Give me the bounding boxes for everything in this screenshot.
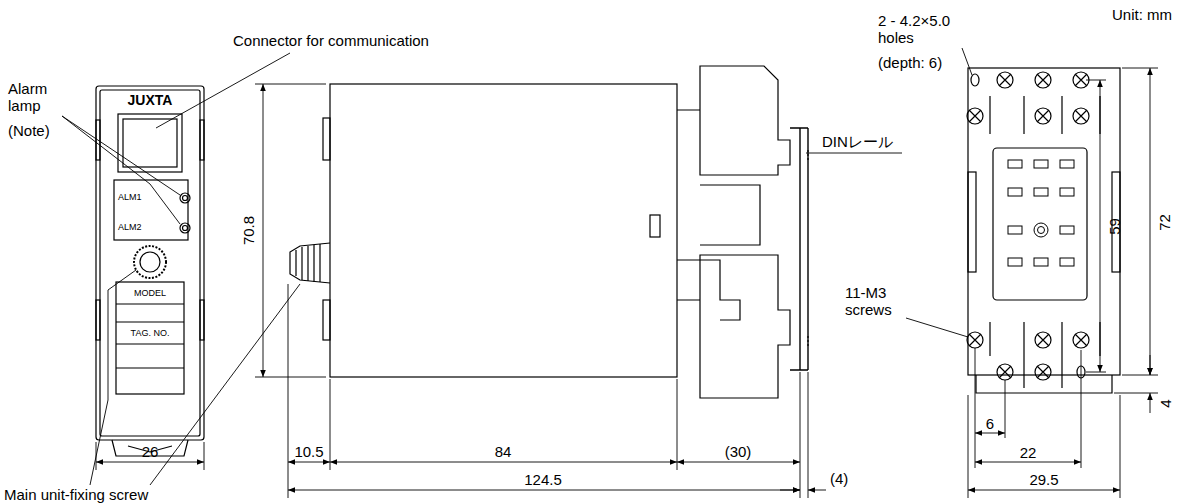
dimension: 59 — [1106, 218, 1123, 235]
callout-label: 11-M3 screws — [845, 284, 907, 318]
side-view — [290, 66, 808, 398]
lamp-label: ALM1 — [118, 192, 142, 203]
dimension: (4) — [830, 470, 848, 487]
brand-mark: JUXTA — [128, 92, 173, 108]
note-mark: (Note) — [8, 122, 50, 139]
back-view — [967, 68, 1120, 393]
dimension: 124.5 — [524, 471, 562, 488]
dimension-lines — [96, 68, 1158, 498]
dimension: 70.8 — [240, 215, 257, 244]
dimension: 84 — [495, 443, 512, 460]
terminal-screws — [967, 72, 1089, 380]
dimension: 72 — [1156, 214, 1173, 231]
panel-label: TAG. NO. — [131, 328, 170, 339]
front-view — [96, 86, 204, 456]
lamp-label: ALM2 — [118, 222, 142, 233]
dimension: 10.5 — [294, 443, 323, 460]
callout-label: Alarm lamp — [8, 80, 60, 114]
dimension: 29.5 — [1029, 471, 1058, 488]
callout-label: Connector for communication — [233, 32, 429, 49]
dimension: 6 — [986, 415, 994, 432]
callout-label: Main unit-fixing screw — [4, 486, 148, 503]
leader-lines — [62, 48, 972, 485]
dimension: (30) — [725, 443, 752, 460]
dimension: 4 — [1157, 399, 1174, 407]
callout-label: 2 - 4.2×5.0 holes — [878, 12, 970, 46]
callout-label: DINレール — [822, 133, 893, 150]
callout-label: (depth: 6) — [878, 54, 942, 71]
panel-label: MODEL — [134, 288, 166, 299]
dimension: 26 — [142, 443, 159, 460]
dimension: 22 — [1020, 444, 1037, 461]
unit-note: Unit: mm — [1112, 6, 1172, 23]
